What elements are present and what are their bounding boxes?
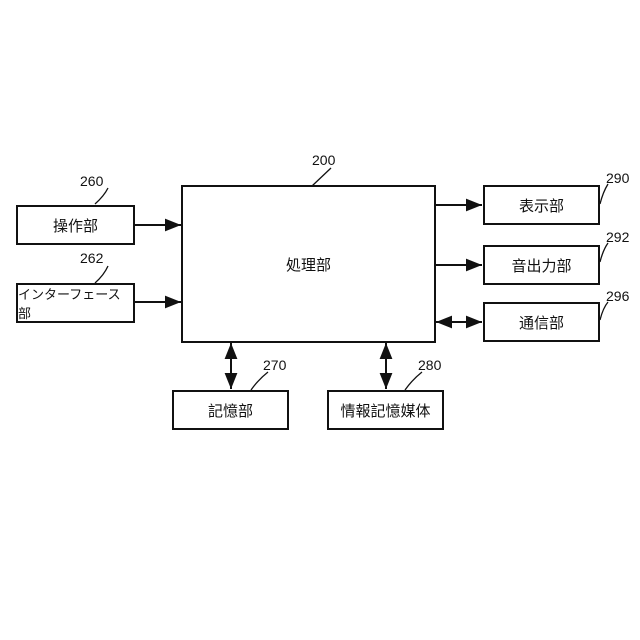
display-label: 表示部 [519, 195, 564, 216]
interface-block: インターフェース部 [16, 283, 135, 323]
processing-label: 処理部 [286, 254, 331, 275]
storage-label: 記憶部 [208, 400, 253, 421]
leader-200 [312, 168, 331, 186]
communication-label: 通信部 [519, 312, 564, 333]
interface-label: インターフェース部 [18, 284, 133, 322]
ref-262: 262 [80, 250, 103, 266]
processing-block: 処理部 [181, 185, 436, 343]
ref-200: 200 [312, 152, 335, 168]
info-medium-label: 情報記憶媒体 [340, 400, 430, 421]
storage-block: 記憶部 [172, 390, 289, 430]
communication-block: 通信部 [483, 302, 600, 342]
ref-292: 292 [606, 229, 629, 245]
sound-output-block: 音出力部 [483, 245, 600, 285]
leader-280 [405, 372, 422, 390]
sound-output-label: 音出力部 [511, 255, 571, 276]
leader-290 [600, 184, 608, 204]
leader-296 [600, 302, 608, 320]
leader-270 [251, 372, 268, 390]
ref-290: 290 [606, 170, 629, 186]
display-block: 表示部 [483, 185, 600, 225]
ref-280: 280 [418, 357, 441, 373]
leader-292 [600, 243, 608, 262]
leader-260 [95, 188, 108, 204]
ref-270: 270 [263, 357, 286, 373]
info-medium-block: 情報記憶媒体 [327, 390, 444, 430]
ref-260: 260 [80, 173, 103, 189]
operation-block: 操作部 [16, 205, 135, 245]
leader-262 [95, 266, 108, 283]
ref-296: 296 [606, 288, 629, 304]
operation-label: 操作部 [53, 215, 98, 236]
